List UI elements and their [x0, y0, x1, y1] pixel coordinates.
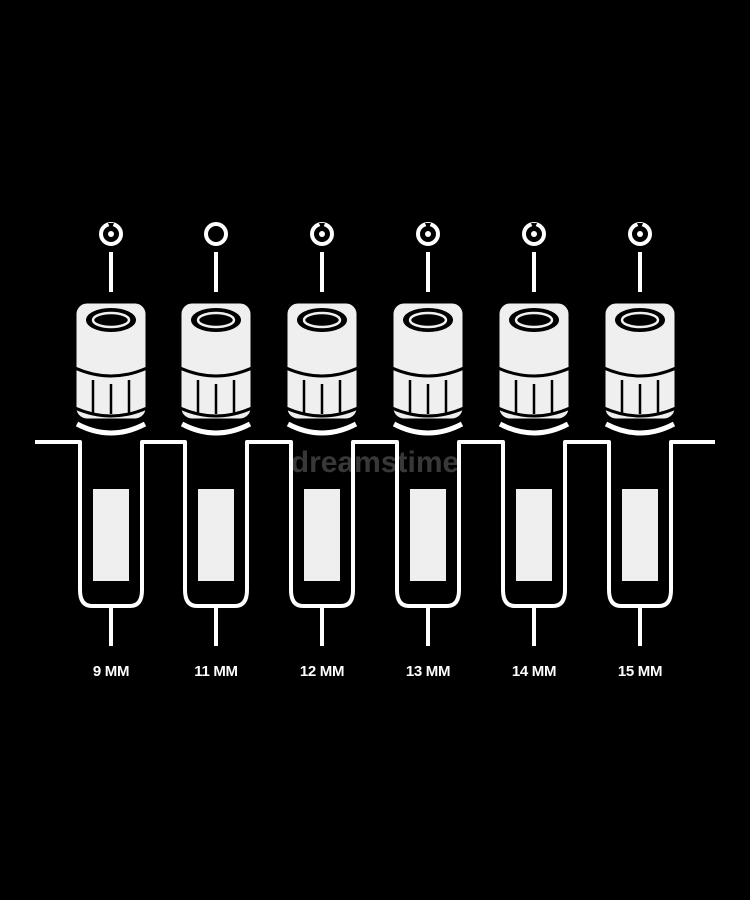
size-label: 9 MM	[93, 663, 129, 680]
wrench-notch	[637, 223, 643, 231]
socket-base-ring	[286, 421, 358, 436]
symbol-ring	[204, 222, 228, 246]
size-label: 14 MM	[512, 663, 556, 680]
wrench-center	[637, 231, 643, 237]
socket-band-bottom	[74, 406, 148, 418]
socket-1: 9 MM	[73, 222, 149, 680]
socket-hex-rim	[620, 311, 660, 329]
socket-band-top	[391, 366, 465, 378]
sleeve-window	[516, 489, 552, 581]
socket-band-top	[497, 366, 571, 378]
socket-band-bottom	[179, 406, 253, 418]
socket-base-ring	[604, 421, 676, 436]
ring-icon	[204, 222, 228, 246]
socket-base-ring	[498, 421, 570, 436]
sleeve-window	[93, 489, 129, 581]
wrench-center	[531, 231, 537, 237]
socket-band-top	[74, 366, 148, 378]
socket-band-top	[285, 366, 359, 378]
wrench-icon	[310, 222, 334, 246]
wrench-icon	[628, 222, 652, 246]
socket-6: 15 MM	[602, 222, 678, 680]
socket-4: 13 MM	[390, 222, 466, 680]
socket-row: 9 MM 11 MM 12 MM 13 MM 14 MM 15 MM	[73, 222, 678, 680]
socket-3: 12 MM	[284, 222, 360, 680]
size-label: 15 MM	[618, 663, 662, 680]
socket-hex-rim	[91, 311, 131, 329]
rack-rail	[35, 440, 715, 608]
sleeve-window	[304, 489, 340, 581]
socket-band-bottom	[391, 406, 465, 418]
socket-5: 14 MM	[496, 222, 572, 680]
socket-hex-rim	[196, 311, 236, 329]
socket-hex-rim	[408, 311, 448, 329]
socket-2: 11 MM	[178, 222, 254, 680]
wrench-icon	[522, 222, 546, 246]
sleeve-window	[410, 489, 446, 581]
socket-band-top	[603, 366, 677, 378]
wrench-notch	[531, 223, 537, 231]
socket-base-ring	[75, 421, 147, 436]
size-label: 12 MM	[300, 663, 344, 680]
socket-base-ring	[392, 421, 464, 436]
socket-rack	[35, 440, 715, 608]
socket-hex-rim	[302, 311, 342, 329]
wrench-center	[108, 231, 114, 237]
socket-band-top	[179, 366, 253, 378]
wrench-center	[425, 231, 431, 237]
wrench-icon	[99, 222, 123, 246]
sleeve-window	[198, 489, 234, 581]
socket-band-bottom	[497, 406, 571, 418]
sleeve-window	[622, 489, 658, 581]
socket-base-ring	[180, 421, 252, 436]
watermark-text: dreamstime	[291, 446, 459, 479]
wrench-notch	[425, 223, 431, 231]
wrench-notch	[108, 223, 114, 231]
size-label: 11 MM	[194, 663, 238, 680]
socket-band-bottom	[285, 406, 359, 418]
size-label: 13 MM	[406, 663, 450, 680]
wrench-icon	[416, 222, 440, 246]
wrench-notch	[319, 223, 325, 231]
socket-band-bottom	[603, 406, 677, 418]
socket-hex-rim	[514, 311, 554, 329]
wrench-center	[319, 231, 325, 237]
